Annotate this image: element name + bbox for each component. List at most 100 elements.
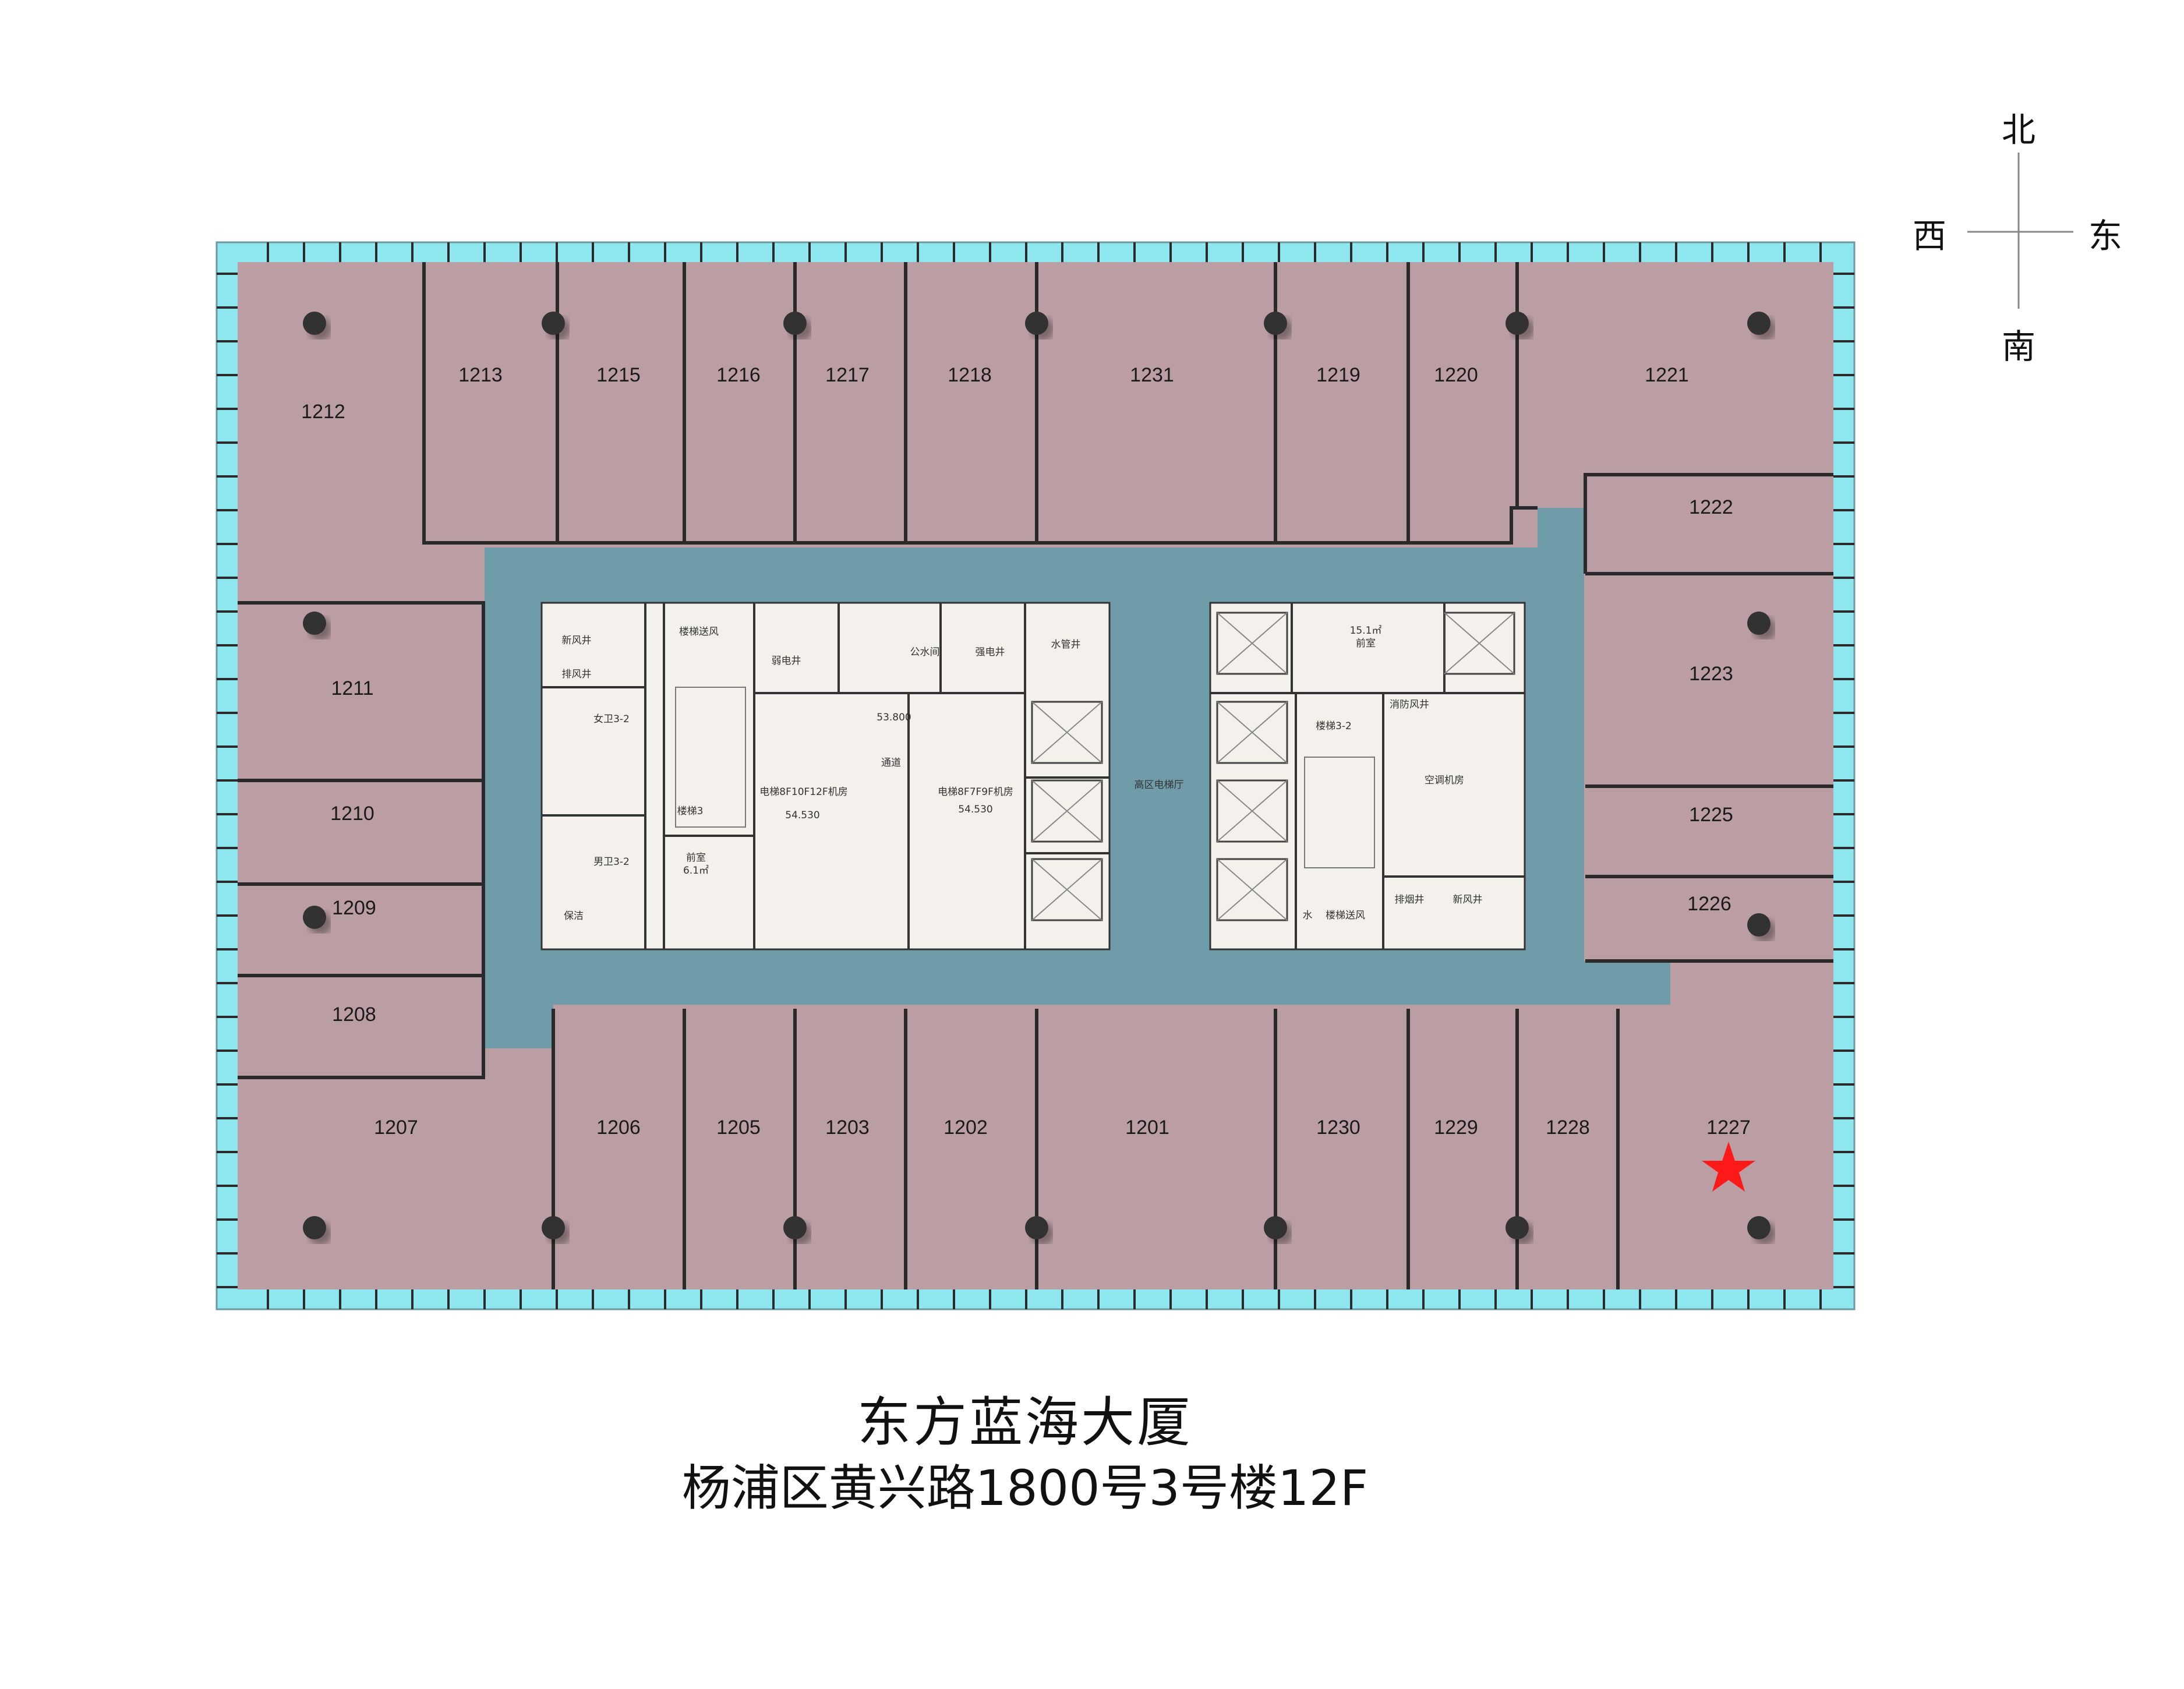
column	[303, 612, 326, 635]
label-fresh-air: 新风井	[562, 635, 592, 646]
label-strong-elec: 强电井	[976, 646, 1005, 658]
core-labels: 新风井 排风井 楼梯送风 弱电井 公水间 强电井 水管井 女卫3-2 男卫3-2…	[562, 625, 1483, 922]
label-level-1: 54.530	[785, 810, 819, 821]
elevator-car	[1031, 858, 1103, 921]
column	[1506, 312, 1529, 335]
column	[1747, 1216, 1770, 1239]
label-level-2: 53.800	[877, 712, 911, 723]
elevator-car	[1031, 701, 1103, 764]
structural-columns	[303, 312, 1770, 1239]
label-front-room-area: 6.1㎡	[683, 865, 709, 877]
unit-1229: 1229	[1434, 1116, 1478, 1139]
label-water-pipe: 水管井	[1051, 639, 1081, 651]
label-weak-elec: 弱电井	[772, 655, 801, 667]
label-front-room: 前室	[686, 852, 706, 864]
unit-1206: 1206	[596, 1116, 641, 1139]
unit-1225: 1225	[1689, 804, 1733, 826]
column	[783, 1216, 807, 1239]
elevator-car	[1216, 858, 1288, 921]
unit-1228: 1228	[1546, 1116, 1590, 1139]
elevator-car	[1216, 612, 1288, 675]
unit-1208: 1208	[332, 1003, 376, 1026]
mullions	[217, 242, 1854, 1309]
column	[303, 1216, 326, 1239]
unit-1212: 1212	[301, 401, 345, 423]
label-male-wc: 男卫3-2	[593, 856, 630, 868]
unit-1226: 1226	[1687, 893, 1731, 915]
unit-1213: 1213	[458, 364, 503, 386]
unit-1230: 1230	[1316, 1116, 1360, 1139]
unit-1203: 1203	[825, 1116, 870, 1139]
label-ac-room: 空调机房	[1425, 775, 1464, 786]
label-fresh-air-2: 新风井	[1453, 894, 1483, 906]
unit-1216: 1216	[716, 364, 761, 386]
label-stair-press-2: 楼梯送风	[1326, 910, 1365, 921]
unit-1215: 1215	[596, 364, 641, 386]
label-exhaust: 排风井	[562, 669, 592, 680]
label-front-room-2: 前室	[1356, 638, 1376, 649]
unit-1218: 1218	[948, 364, 992, 386]
label-front-room-2-area: 15.1㎡	[1350, 625, 1382, 637]
unit-1209: 1209	[332, 897, 376, 919]
stairs	[675, 687, 1375, 868]
unit-walls	[238, 262, 1833, 1289]
compass-south: 南	[2001, 327, 2036, 366]
label-water-room: 公水间	[910, 646, 940, 658]
building-name: 东方蓝海大厦	[857, 1391, 1193, 1454]
unit-1205: 1205	[716, 1116, 761, 1139]
column	[303, 906, 326, 929]
unit-1207: 1207	[374, 1116, 418, 1139]
unit-1202: 1202	[943, 1116, 988, 1139]
building-address: 杨浦区黄兴路1800号3号楼12F	[681, 1460, 1369, 1517]
label-stair-press: 楼梯送风	[679, 626, 719, 638]
column	[1747, 312, 1770, 335]
column	[783, 312, 807, 335]
label-stair3-2: 楼梯3-2	[1316, 720, 1352, 732]
compass-east: 东	[2088, 216, 2123, 256]
elevator-car	[1031, 779, 1103, 843]
core-left-walls	[542, 603, 1109, 949]
label-elev-room-2: 电梯8F7F9F机房	[938, 786, 1013, 798]
highlight-star-icon	[1702, 1142, 1755, 1192]
unit-1219: 1219	[1316, 364, 1360, 386]
label-elev-room-1: 电梯8F10F12F机房	[759, 786, 847, 798]
label-cleaner: 保洁	[564, 910, 584, 922]
core-left	[540, 602, 1111, 950]
column	[303, 312, 326, 335]
label-exhaust-2: 排烟井	[1395, 894, 1425, 906]
unit-1223: 1223	[1689, 663, 1733, 685]
unit-1227: 1227	[1706, 1116, 1751, 1139]
column	[542, 312, 565, 335]
label-water: 水	[1303, 910, 1313, 921]
column	[1747, 612, 1770, 635]
unit-1222: 1222	[1689, 496, 1733, 518]
unit-1221: 1221	[1645, 364, 1689, 386]
unit-1231: 1231	[1130, 364, 1174, 386]
elevator-car	[1443, 612, 1515, 675]
unit-1201: 1201	[1125, 1116, 1169, 1139]
unit-1220: 1220	[1434, 364, 1478, 386]
label-ac-shaft: 消防风井	[1390, 699, 1429, 711]
elevator-car	[1216, 701, 1288, 764]
compass-north: 北	[2001, 110, 2036, 150]
unit-1211: 1211	[331, 677, 373, 699]
unit-1217: 1217	[825, 364, 870, 386]
column	[1025, 312, 1048, 335]
column	[1747, 913, 1770, 937]
elevators	[1031, 612, 1515, 921]
label-level-3: 54.530	[958, 804, 992, 815]
unit-labels: 1212 1213 1215 1216 1217 1218 1231 1219 …	[301, 364, 1751, 1139]
column	[1025, 1216, 1048, 1239]
column	[542, 1216, 565, 1239]
compass-cross	[1967, 153, 2073, 309]
label-stair3: 楼梯3	[677, 805, 704, 817]
label-corridor-hall: 高区电梯厅	[1135, 779, 1184, 791]
compass-west: 西	[1912, 216, 1947, 256]
elevator-car	[1216, 779, 1288, 843]
unit-1210: 1210	[330, 803, 374, 825]
label-passage: 通道	[881, 757, 901, 769]
column	[1264, 312, 1287, 335]
column	[1264, 1216, 1287, 1239]
column	[1506, 1216, 1529, 1239]
